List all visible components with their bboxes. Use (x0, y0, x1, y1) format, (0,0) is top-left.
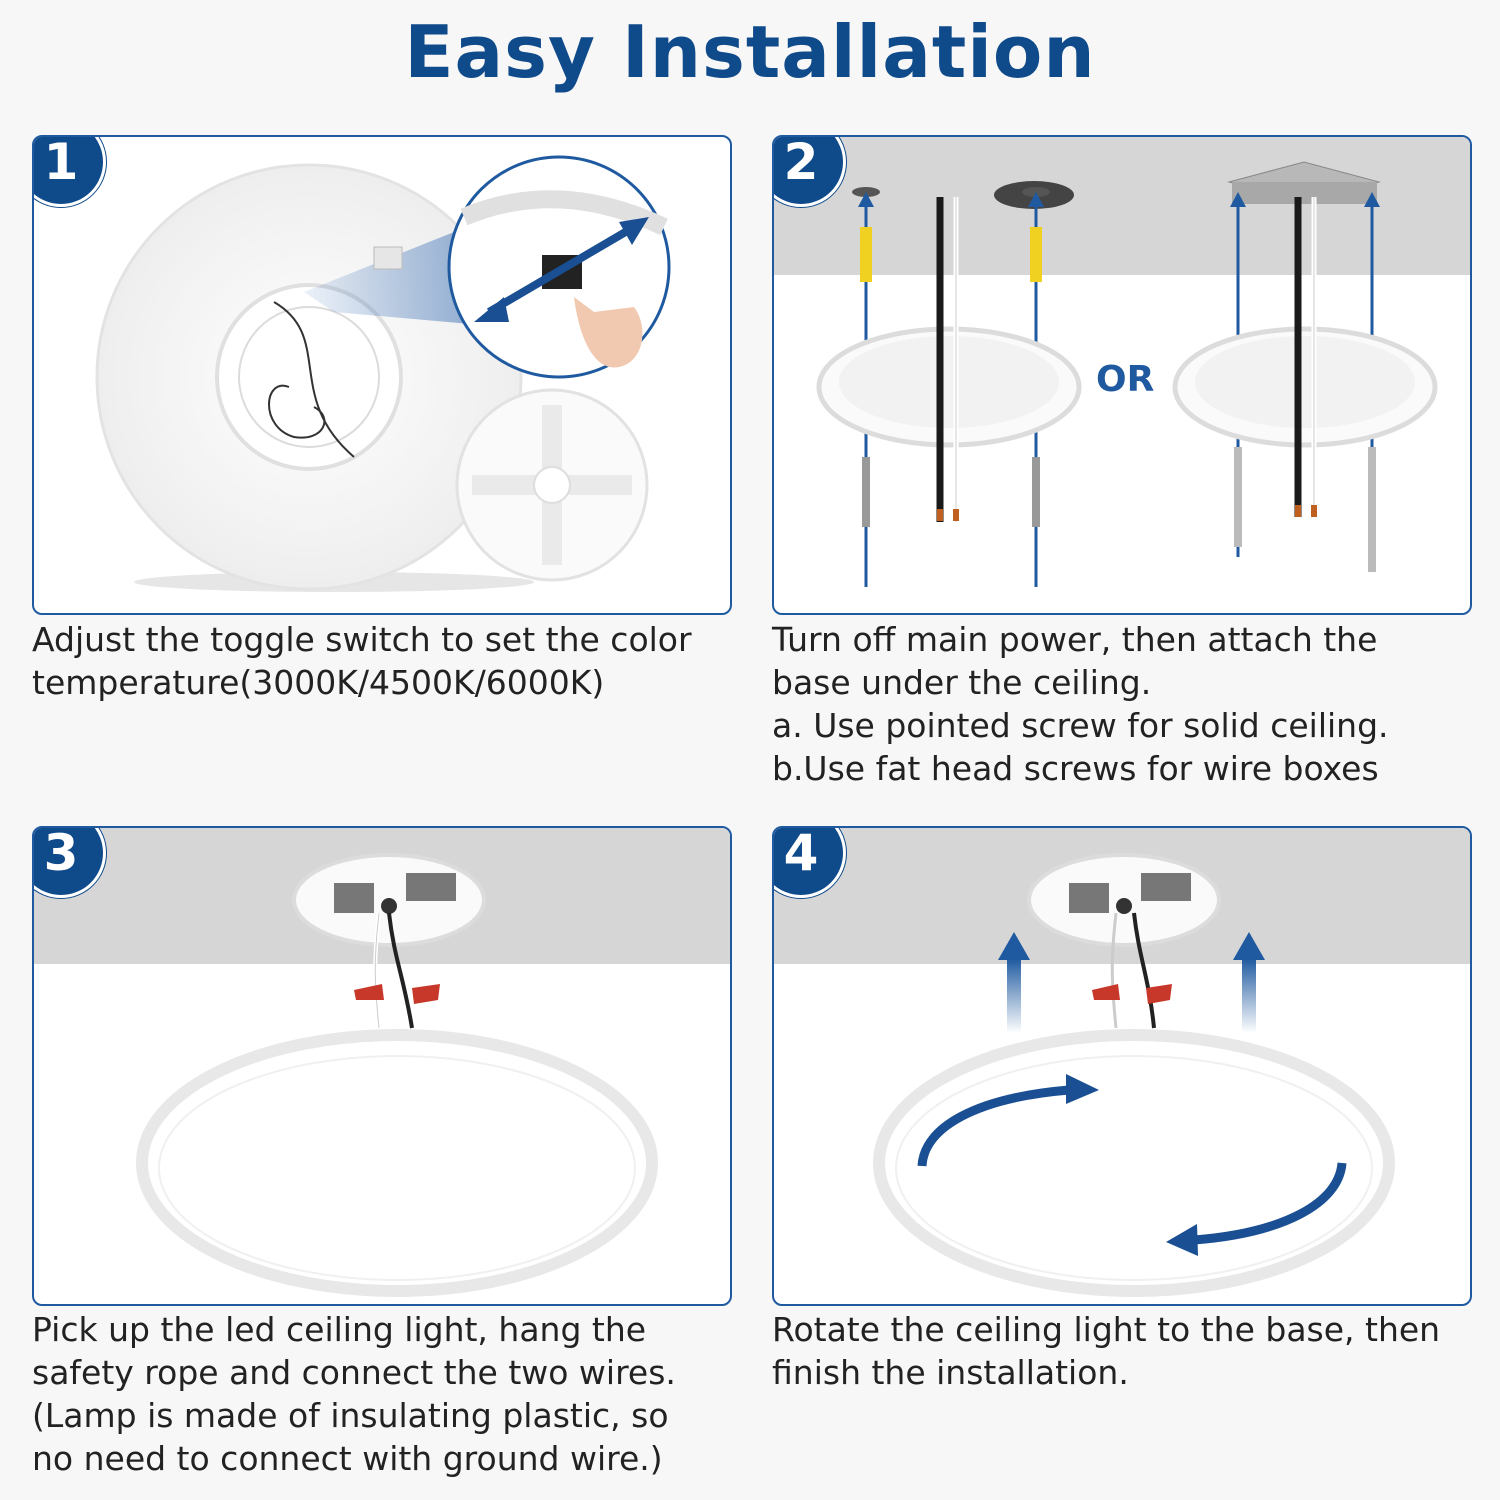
step-4-panel: 4 (772, 826, 1472, 1306)
caption-line: Adjust the toggle switch to set the colo… (32, 620, 692, 659)
step-3-caption: Pick up the led ceiling light, hang the … (32, 1308, 752, 1480)
caption-line: finish the installation. (772, 1353, 1129, 1392)
caption-line: no need to connect with ground wire.) (32, 1439, 663, 1478)
caption-line: base under the ceiling. (772, 663, 1152, 702)
toggle-switch-illustration (95, 155, 671, 592)
caption-line: Pick up the led ceiling light, hang the (32, 1310, 647, 1349)
caption-line: Rotate the ceiling light to the base, th… (772, 1310, 1441, 1349)
step-1-panel: 1 (32, 135, 732, 615)
caption-line: (Lamp is made of insulating plastic, so (32, 1396, 669, 1435)
page-title: Easy Installation (404, 10, 1096, 94)
caption-line: a. Use pointed screw for solid ceiling. (772, 706, 1389, 745)
caption-line: b.Use fat head screws for wire boxes (772, 749, 1379, 788)
step-3-panel: 3 (32, 826, 732, 1306)
caption-line: Turn off main power, then attach the (772, 620, 1378, 659)
rotate-to-base-illustration (774, 828, 1470, 1297)
step-2-panel: OR 2 (772, 135, 1472, 615)
wire-connection-illustration (34, 828, 730, 1297)
caption-line: temperature(3000K/4500K/6000K) (32, 663, 605, 702)
step-2-caption: Turn off main power, then attach the bas… (772, 618, 1492, 790)
or-label: OR (1096, 359, 1155, 400)
step-4-caption: Rotate the ceiling light to the base, th… (772, 1308, 1492, 1394)
caption-line: safety rope and connect the two wires. (32, 1353, 676, 1392)
base-mounting-illustration (774, 137, 1470, 587)
step-1-caption: Adjust the toggle switch to set the colo… (32, 618, 752, 704)
